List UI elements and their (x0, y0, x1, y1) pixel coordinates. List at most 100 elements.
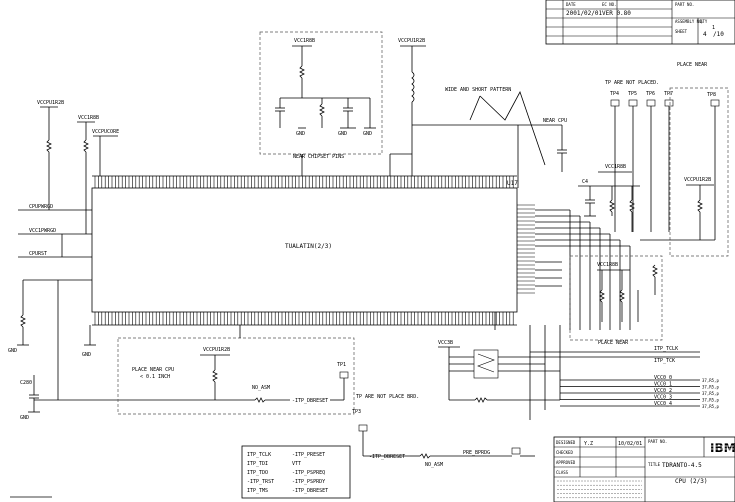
vcc-line-net: 37,R5,p (702, 404, 719, 409)
no-asm-b: NO_ASM (425, 462, 443, 468)
itp-table-cell: ITP_TDO (247, 470, 268, 476)
sheet-label: SHEET (675, 29, 688, 34)
date-label: DATE (566, 2, 576, 7)
cap-c4: C4 (582, 179, 588, 185)
no-asm-a: NO_ASM (252, 385, 270, 391)
chip-pins-bottom (94, 312, 514, 325)
pre-bprdg: PRE_BPRDG (463, 450, 490, 456)
tp1-label: TP1 (337, 362, 346, 368)
tp8-label: TP8 (707, 92, 716, 98)
tp-label: TP5 (628, 91, 637, 97)
cap-c280: C280 (20, 380, 32, 386)
assembly-label: ASSEMBLY NO. (675, 19, 704, 24)
itp-table-cell: -ITP_PRESET (292, 452, 325, 458)
vcc-line-net: 37,R5,p (702, 378, 719, 383)
rail-vccpu-left: VCCPU1R2B (37, 100, 64, 106)
itp-dbreset-b: -ITP_DBRESET (369, 454, 405, 460)
itp-table-cell: -ITP_TRST (247, 479, 274, 485)
ibm-logo: IBM (708, 440, 735, 455)
top-inductor: VCCPU1R2B WIDE AND SHORT PATTERN (389, 38, 546, 176)
itp-tclk-label: ITP_TCLK (654, 346, 678, 352)
qty-label: QTY (700, 19, 708, 24)
left-pullups: VCCPU1R2B VCC1R8B VCCPUCORE GND C280 GND (8, 100, 130, 421)
gnd-mid: GND (82, 352, 91, 358)
itp-table-cell: ITP_TCLK (247, 452, 271, 458)
part-no-label-bottom: PART NO. (648, 439, 667, 444)
itp-clock-lines: ITP_TCLK ITP_TCK (529, 325, 700, 420)
place-near-top: PLACE NEAR (677, 62, 708, 68)
rail-vccpu-right: VCCPU1R2B (684, 177, 711, 183)
tp-row: TP4 TP5 TP6 TP7 (610, 91, 674, 232)
checked-label: CHECKED (556, 450, 573, 455)
designed-date: 10/02/01 (618, 441, 642, 447)
title-block-bottom: DESIGNED Y.Z 10/02/01 CHECKED APPROVED C… (553, 436, 735, 502)
left-signals: CPUPWRGD VCC1PWRGD CPURST (18, 204, 92, 281)
vcc-line-label: VCC0_1 (654, 382, 672, 388)
vcc3b-label: VCC3B (438, 340, 453, 346)
place-near-bottom-box: VCC1R8B PLACE NEAR (569, 255, 663, 346)
itp-table-cell: ITP_TDI (247, 461, 268, 467)
itp-table-cell: ITP_TMS (247, 488, 268, 494)
rail-vccpu-bottom: VCCPU1R2B (203, 347, 230, 353)
tp-pad (628, 99, 638, 107)
vcc-line-label: VCC0_0 (654, 375, 672, 381)
vcc-line-label: VCC0_2 (654, 388, 672, 394)
near-chipset-label: NEAR CHIPSET PINS (293, 154, 344, 160)
tp-label: TP7 (664, 91, 673, 97)
c4-group: C4 VCC1R8B (578, 164, 640, 232)
title-value: TDRANTO-4.5 (662, 462, 702, 469)
itp-table-cell: -ITP_DBRESET (292, 488, 328, 494)
itp-table-cell: VTT (292, 461, 301, 467)
tp-label: TP6 (646, 91, 655, 97)
ver-value: VER 0.80 (602, 10, 631, 17)
approved-label: APPROVED (556, 460, 576, 465)
tp3-circuit: -ITP_DBRESET NO_ASM PRE_BPRDG (358, 424, 535, 468)
fine-print (557, 480, 642, 499)
place-near-cpu-label: PLACE NEAR CPU (132, 367, 174, 373)
rail-vcc1r8-top: VCC1R8B (294, 38, 315, 44)
near-cpu-cap: NEAR CPU (517, 118, 567, 188)
sheet-num: 4 (703, 31, 707, 38)
tp-not-placed-bottom: TP ARE NOT PLACE BRD. (356, 394, 419, 400)
place-near-bottom: PLACE NEAR (598, 340, 629, 346)
vcc-line-net: 37,R5,p (702, 385, 719, 390)
designed-value: Y.Z (584, 441, 593, 447)
gnd-c280: GND (20, 415, 29, 421)
vcc-line-label: VCC0_4 (654, 401, 672, 407)
itp-dbreset-a: -ITP_DBRESET (292, 398, 328, 404)
vcc-line-net: 37,R5,p (702, 398, 719, 403)
sig-vcc1pwrgd: VCC1PWRGD (29, 228, 56, 234)
rail-vccpucore: VCCPUCORE (92, 129, 119, 135)
sig-cpurst: CPURST (29, 251, 47, 257)
itp-tck-label: ITP_TCK (654, 358, 675, 364)
near-chipset-box: VCC1R8B GND GND GND NEAR CHIPSET PINS (259, 31, 383, 176)
tp-pad (664, 99, 674, 107)
gnd-chipset-c: GND (363, 131, 372, 137)
within-inch-label: < 0.1 INCH (140, 374, 170, 380)
title-block-top: DATE EC NO. 2001/02/01 VER 0.80 PART NO.… (545, 0, 735, 45)
tp-pad (610, 99, 620, 107)
class-label: CLASS (556, 470, 569, 475)
itp-table: ITP_TCLK -ITP_PRESET ITP_TDI VTT ITP_TDO -ITP… (241, 445, 351, 499)
sheet-of: /10 (713, 31, 724, 38)
chip-pins-top (94, 176, 514, 188)
place-near-cpu-box: PLACE NEAR CPU < 0.1 INCH VCCPU1R2B NO_A… (117, 325, 355, 415)
vcc3b-network: VCC3B (438, 312, 560, 403)
rail-vcc1r8-mid: VCC1R8B (605, 164, 626, 170)
sig-cpupwrgd: CPUPWRGD (29, 204, 53, 210)
tp-label: TP4 (610, 91, 619, 97)
tp3-label: TP3 (352, 409, 361, 415)
itp-table-cell: -ITP_PSPREQ (292, 470, 325, 476)
itp-table-cell: -ITP_PSPRDY (292, 479, 325, 485)
wide-short-label: WIDE AND SHORT PATTERN (445, 87, 511, 93)
chip-ref: U17 (507, 180, 518, 187)
rail-vcc1r8-right: VCC1R8B (597, 262, 618, 268)
subtitle: CPU (2/3) (675, 478, 708, 485)
cpu-chip: TUALATIN(2/3) U17 (91, 175, 535, 326)
title-label: TITLE (648, 462, 661, 467)
vcc-line-net: 37,R5,p (702, 391, 719, 396)
rail-vccpu-top: VCCPU1R2B (398, 38, 425, 44)
rail-vcc1r8: VCC1R8B (78, 115, 99, 121)
